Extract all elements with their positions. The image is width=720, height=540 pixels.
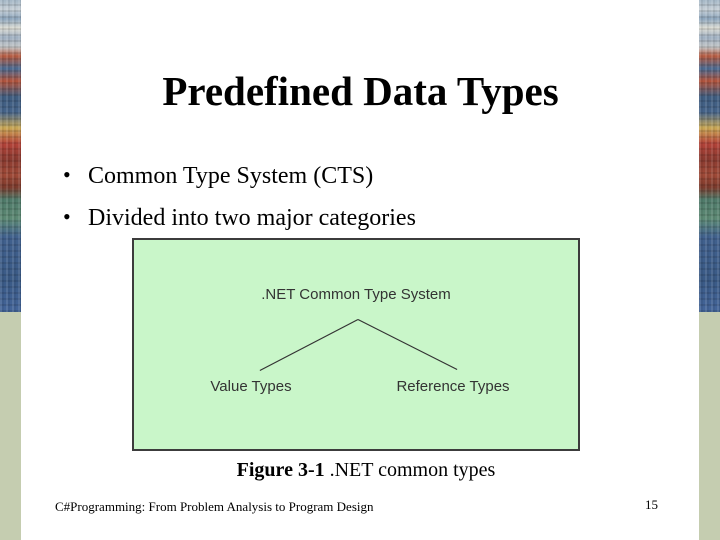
bullet-item: • Common Type System (CTS): [63, 162, 643, 191]
diagram-root-label: .NET Common Type System: [261, 286, 451, 303]
strip-photo-section-left: [0, 0, 21, 312]
decorative-photo-strip-right: [699, 0, 720, 540]
diagram-leaf-reference-types: Reference Types: [396, 378, 510, 395]
diagram-leaf-value-types: Value Types: [210, 378, 292, 395]
figure-caption: Figure 3-1 .NET common types: [21, 459, 711, 482]
decorative-photo-strip-left: [0, 0, 21, 540]
bullet-text: Common Type System (CTS): [88, 163, 374, 189]
bullet-dot-icon: •: [63, 162, 71, 187]
bullet-item: • Divided into two major categories: [63, 204, 643, 233]
tree-branch-lines: [259, 318, 458, 372]
net-cts-diagram-figure: .NET Common Type System Value Types Refe…: [132, 238, 580, 451]
footer-book-title: C#Programming: From Problem Analysis to …: [55, 499, 374, 514]
strip-green-section-right: [699, 312, 720, 540]
footer-page-number: 15: [645, 497, 658, 512]
strip-photo-section-right: [699, 0, 720, 312]
caption-figure-number: Figure 3-1: [236, 459, 325, 481]
strip-green-section-left: [0, 312, 21, 540]
bullet-dot-icon: •: [63, 203, 71, 229]
slide-title: Predefined Data Types: [162, 68, 559, 114]
bullet-text: Divided into two major categories: [88, 204, 416, 231]
bullet-list: • Common Type System (CTS) • Divided int…: [63, 162, 643, 246]
caption-text: .NET common types: [329, 459, 496, 481]
